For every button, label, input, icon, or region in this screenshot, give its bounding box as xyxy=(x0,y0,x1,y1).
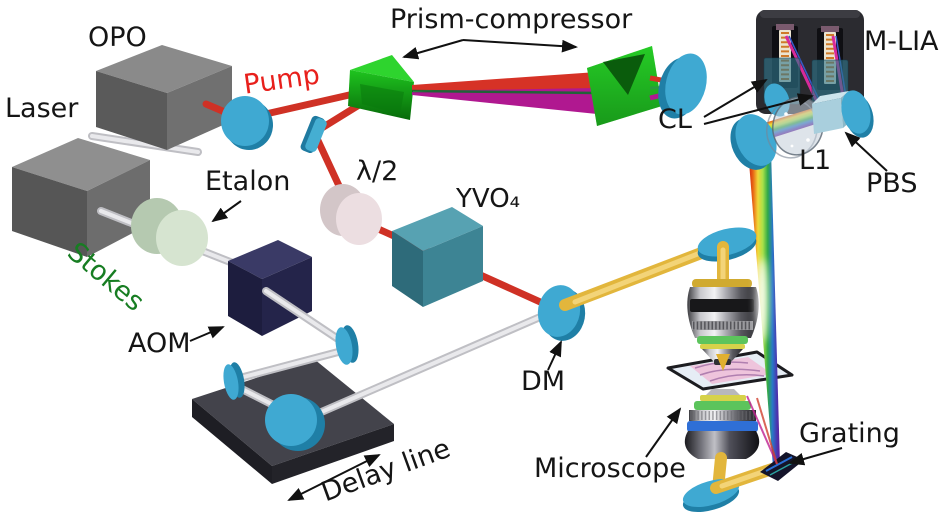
dichroic-mirror xyxy=(537,285,586,341)
label-laser: Laser xyxy=(5,93,79,124)
delay-mirror-b xyxy=(223,362,245,400)
detection-fold-optics xyxy=(730,83,874,170)
prism-1 xyxy=(348,55,414,120)
laser-box xyxy=(12,138,150,257)
microscope-arrow xyxy=(645,407,682,458)
pump-fold-mirror xyxy=(300,115,327,154)
delay-front-mirror xyxy=(265,394,325,451)
detection-side-mirror xyxy=(841,90,871,134)
delay-mirror-a xyxy=(335,325,359,365)
cl-arrow-1 xyxy=(703,78,768,118)
upper-objective xyxy=(687,279,759,365)
beam-glow xyxy=(756,258,768,342)
focus-cone xyxy=(716,354,730,371)
yvo4-crystal xyxy=(392,207,483,307)
etalon-disc xyxy=(131,198,208,266)
lower-objective xyxy=(684,389,760,459)
beam-to-grating xyxy=(682,452,778,513)
stokes-beam-aom-to-delay xyxy=(262,287,348,347)
pbs-arrow xyxy=(844,131,888,172)
label-etalon: Etalon xyxy=(205,166,291,197)
etalon-arrow xyxy=(211,200,242,223)
opo-box xyxy=(96,45,232,150)
prism-compressor-arrow-left xyxy=(402,39,464,60)
compressor-end-mirror xyxy=(658,53,707,119)
label-l1: L1 xyxy=(799,145,832,176)
label-half-wave-plate: λ/2 xyxy=(356,156,399,187)
aom-crystal xyxy=(228,240,312,336)
aom-arrow xyxy=(189,326,225,342)
mlia-unit xyxy=(756,10,864,114)
prism-compressor-arrow-right xyxy=(462,39,578,53)
half-wave-plate-disc xyxy=(320,184,382,245)
label-opo: OPO xyxy=(88,22,147,53)
annotation-arrows xyxy=(189,39,888,501)
label-prism-compressor: Prism-compressor xyxy=(390,4,633,35)
label-microscope: Microscope xyxy=(534,453,686,484)
opo-output-mirror xyxy=(221,96,273,150)
label-yvo4: YVO₄ xyxy=(456,184,521,214)
laser-to-opo-rod xyxy=(88,132,202,156)
prism-2 xyxy=(587,46,662,126)
label-mlia: M-LIA xyxy=(864,26,939,57)
stokes-beam-delay-to-dm xyxy=(299,297,581,424)
cl-arrow-2 xyxy=(703,93,814,125)
label-dm: DM xyxy=(521,366,566,397)
dispersed-beam-fan xyxy=(411,72,598,114)
label-pbs: PBS xyxy=(866,168,918,199)
label-cl: CL xyxy=(658,104,692,135)
label-aom: AOM xyxy=(128,328,191,359)
grating-arrow xyxy=(788,447,843,466)
label-grating: Grating xyxy=(799,418,900,449)
dm-arrow xyxy=(547,340,562,371)
delay-line-travel-arrow xyxy=(287,454,381,501)
